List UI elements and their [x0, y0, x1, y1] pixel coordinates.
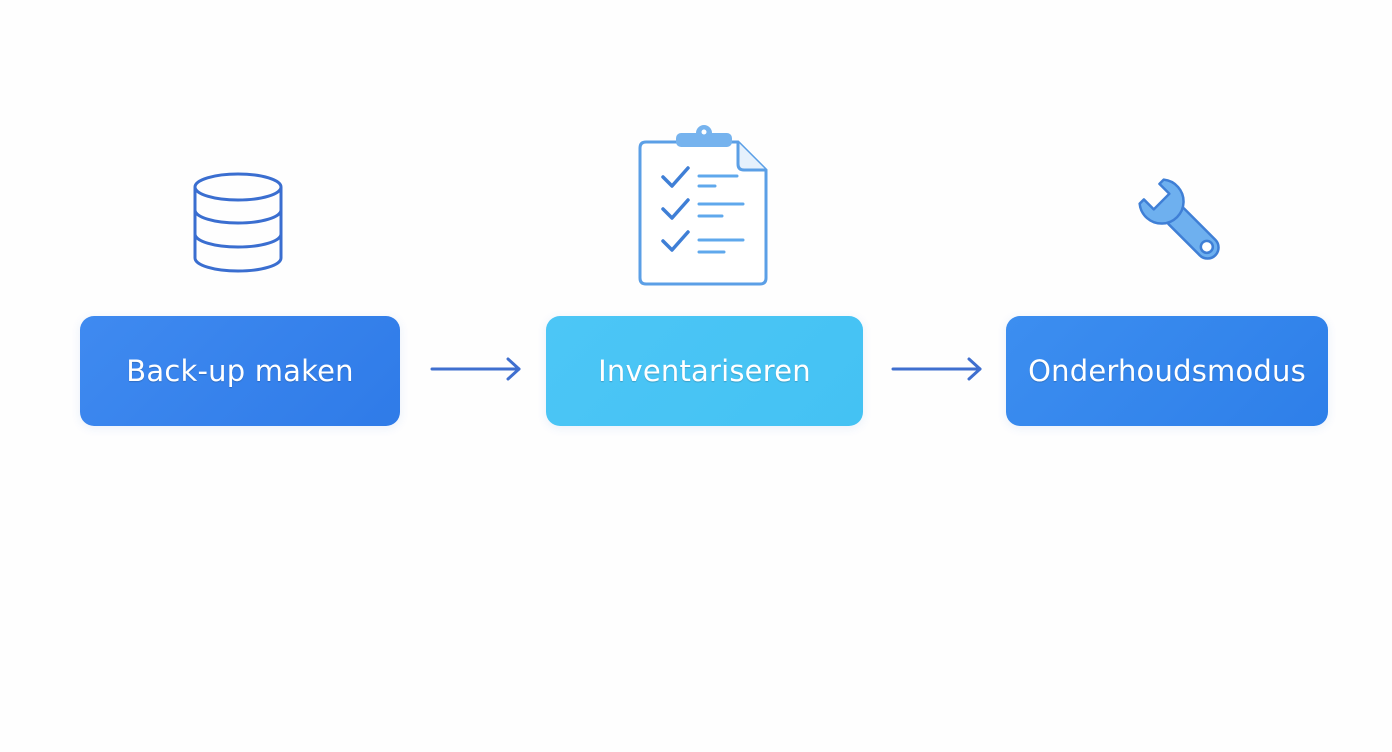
arrow-right-icon	[430, 356, 524, 386]
step-backup: Back-up maken	[80, 316, 400, 426]
step-maintenance-mode: Onderhoudsmodus	[1006, 316, 1328, 426]
arrow-right-icon	[891, 356, 985, 386]
step-label: Inventariseren	[598, 354, 811, 388]
step-label: Back-up maken	[126, 354, 354, 388]
step-inventory: Inventariseren	[546, 316, 863, 426]
wrench-icon	[1120, 160, 1230, 270]
database-icon	[190, 168, 288, 276]
step-label: Onderhoudsmodus	[1028, 354, 1306, 388]
clipboard-checklist-icon	[636, 124, 772, 288]
